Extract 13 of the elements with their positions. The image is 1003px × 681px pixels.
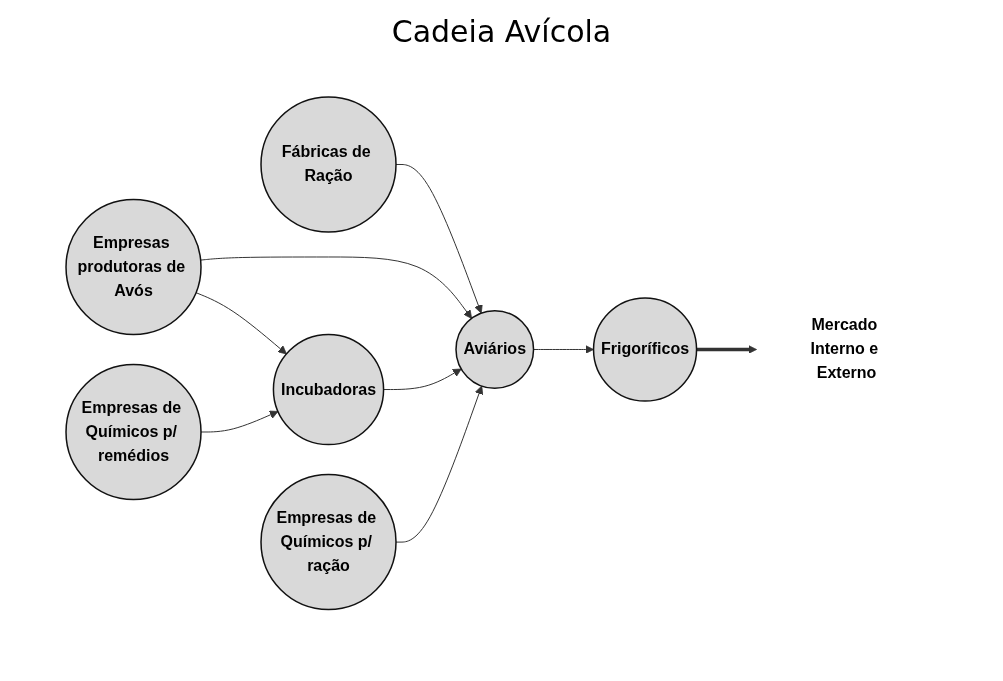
node-circle: Empresas produtoras de Avós [65,198,202,335]
arrow [200,256,473,319]
node-circle: Aviários [455,309,535,389]
node-text: Mercado Interno e Externo [810,316,879,382]
node-circle: Empresas de Químicos p/ remédios [65,363,202,500]
arrow [383,368,462,390]
node-circle: Incubadoras [272,333,385,446]
diagram-title: Cadeia Avícola [390,14,613,49]
node-circle: Empresas de Químicos p/ ração [260,473,397,611]
node-circle: Fábricas de Ração [260,95,397,233]
arrow [696,344,758,354]
arrow [195,291,288,355]
node-circle: Frigoríficos [593,296,698,402]
